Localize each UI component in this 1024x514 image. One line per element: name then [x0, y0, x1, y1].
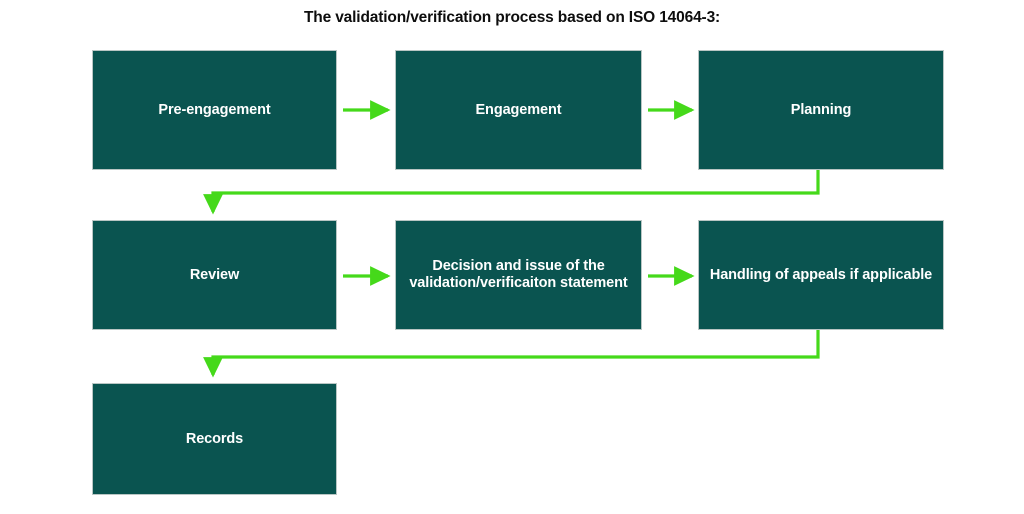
node-appeals[interactable]: Handling of appeals if applicable	[698, 220, 944, 330]
page-title: The validation/verification process base…	[303, 9, 721, 26]
node-planning-label: Planning	[790, 101, 852, 118]
node-pre-engagement[interactable]: Pre-engagement	[92, 50, 337, 170]
node-engagement[interactable]: Engagement	[395, 50, 642, 170]
node-appeals-label: Handling of appeals if applicable	[709, 266, 933, 283]
node-planning[interactable]: Planning	[698, 50, 944, 170]
node-review-label: Review	[189, 266, 240, 283]
node-engagement-label: Engagement	[475, 101, 562, 118]
connector-planning-to-review	[203, 170, 820, 215]
node-records-label: Records	[185, 430, 244, 447]
node-decision-label: Decision and issue of the validation/ver…	[409, 258, 628, 291]
node-decision[interactable]: Decision and issue of the validation/ver…	[395, 220, 642, 330]
connector-appeals-to-records	[203, 330, 820, 378]
node-records[interactable]: Records	[92, 383, 337, 495]
node-review[interactable]: Review	[92, 220, 337, 330]
node-pre-engagement-label: Pre-engagement	[158, 101, 271, 118]
